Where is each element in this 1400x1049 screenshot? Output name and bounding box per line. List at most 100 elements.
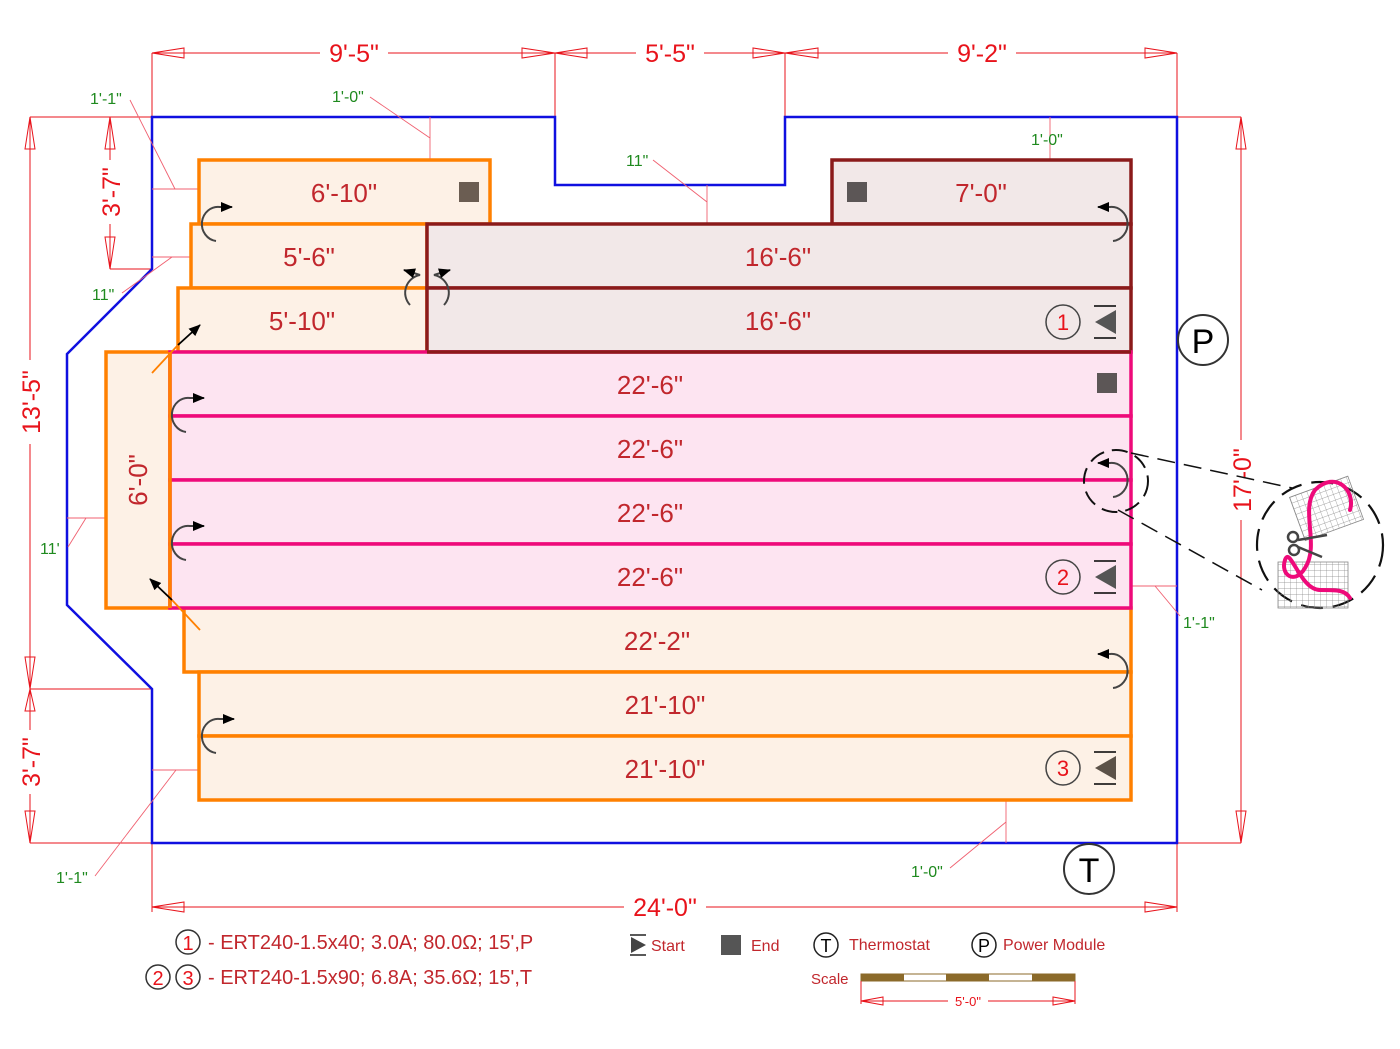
mat-segment[interactable] bbox=[425, 222, 1133, 290]
circuit-3-start: 3 bbox=[1045, 750, 1116, 786]
segment-length: 7'-0" bbox=[955, 178, 1007, 208]
turn-arrows bbox=[170, 202, 1129, 754]
mat-segment[interactable] bbox=[168, 414, 1133, 482]
legend-circuit-number: 1 bbox=[182, 933, 193, 955]
turn-arrow-icon bbox=[200, 202, 233, 242]
legend-power-module-label: Power Module bbox=[1003, 937, 1105, 954]
turn-arrow-icon bbox=[200, 714, 235, 754]
dim-left-bottom: 3'-7" bbox=[18, 737, 46, 787]
mat-segment[interactable] bbox=[830, 158, 1133, 226]
mat-segment[interactable] bbox=[168, 542, 1133, 610]
offset-label: 11" bbox=[92, 287, 114, 304]
segment-length: 22'-6" bbox=[617, 434, 683, 464]
legend-spec-text: - ERT240-1.5x90; 6.8A; 35.6Ω; 15',T bbox=[208, 967, 532, 989]
segment-length: 22'-6" bbox=[617, 498, 683, 528]
segment-length: 16'-6" bbox=[745, 242, 811, 272]
mat-segment[interactable] bbox=[197, 734, 1133, 802]
start-triangle-icon bbox=[1094, 305, 1116, 339]
dim-left-total: 13'-5" bbox=[18, 370, 46, 434]
offset-label: 1'-0" bbox=[911, 864, 943, 881]
dim-left-top: 3'-7" bbox=[98, 167, 126, 217]
circuit-3-mats bbox=[104, 350, 1133, 802]
offset-labels: 1'-1" 1'-0" 11" 1'-0" 11" 11' 1'-1" 1'-1… bbox=[40, 89, 1215, 887]
offset-label: 11' bbox=[40, 541, 60, 558]
turn-arrow-icon bbox=[170, 393, 205, 433]
legend-spec-text: - ERT240-1.5x40; 3.0A; 80.0Ω; 15',P bbox=[208, 932, 533, 954]
scissors-icon bbox=[1286, 530, 1328, 559]
offset-label: 1'-1" bbox=[90, 91, 122, 108]
start-markers: 1 2 3 bbox=[1045, 304, 1116, 786]
offset-label: 1'-1" bbox=[1183, 615, 1215, 632]
transition-arrows bbox=[149, 324, 201, 631]
offset-label: 11" bbox=[626, 153, 648, 170]
legend-spec-1: 1 - ERT240-1.5x40; 3.0A; 80.0Ω; 15',P bbox=[175, 929, 533, 955]
thermostat-letter: T bbox=[1079, 852, 1100, 890]
circuit-number: 1 bbox=[1057, 310, 1069, 335]
cut-detail-callout bbox=[1083, 449, 1385, 610]
legend-thermostat: T Thermostat bbox=[813, 932, 930, 958]
split-arrow-icon bbox=[433, 268, 451, 306]
circuit-1-mats bbox=[176, 158, 1133, 354]
dim-top-right: 9'-2" bbox=[957, 40, 1007, 68]
segment-length: 6'-0" bbox=[123, 454, 153, 506]
circuit-2-start: 2 bbox=[1045, 559, 1116, 595]
circuit-number-icon bbox=[1045, 304, 1081, 340]
mat-segment[interactable] bbox=[425, 286, 1133, 354]
segment-length: 5'-10" bbox=[269, 306, 335, 336]
segment-length: 6'-10" bbox=[311, 178, 377, 208]
legend-start: Start bbox=[630, 934, 685, 956]
legend-end-label: End bbox=[751, 938, 779, 955]
segment-length: 16'-6" bbox=[745, 306, 811, 336]
power-module-icon: P bbox=[978, 936, 990, 956]
turn-arrow-icon bbox=[170, 521, 205, 561]
segment-length: 5'-6" bbox=[283, 242, 335, 272]
legend-spec-2: 2 3 - ERT240-1.5x90; 6.8A; 35.6Ω; 15',T bbox=[145, 964, 532, 990]
segment-labels: 6'-10" 5'-6" 5'-10" 7'-0" 16'-6" 16'-6" … bbox=[123, 178, 1007, 784]
legend-power-module: P Power Module bbox=[971, 932, 1105, 958]
turn-arrow-icon bbox=[1097, 649, 1129, 689]
start-triangle-icon bbox=[1094, 560, 1116, 594]
power-module-symbol[interactable]: P bbox=[1177, 314, 1229, 366]
thermostat-symbol[interactable]: T bbox=[1063, 843, 1115, 895]
power-module-letter: P bbox=[1192, 323, 1215, 361]
offset-label: 1'-0" bbox=[332, 89, 364, 106]
turn-arrow-icon bbox=[1097, 458, 1129, 498]
mat-segment[interactable] bbox=[197, 158, 492, 226]
dim-top-middle: 5'-5" bbox=[645, 40, 695, 68]
circuit-number: 2 bbox=[1057, 565, 1069, 590]
offset-label: 1'-0" bbox=[1031, 132, 1063, 149]
offset-label: 1'-1" bbox=[56, 870, 88, 887]
scale-bar bbox=[860, 973, 1076, 982]
turn-arrow-icon bbox=[1097, 202, 1129, 242]
mat-segment[interactable] bbox=[197, 670, 1133, 738]
room-wall-outline bbox=[65, 115, 1179, 845]
dim-top-left: 9'-5" bbox=[329, 40, 379, 68]
legend-scale: Scale 5'-0" bbox=[811, 971, 1076, 1009]
legend-start-label: Start bbox=[651, 938, 685, 955]
legend: 1 - ERT240-1.5x40; 3.0A; 80.0Ω; 15',P 2 … bbox=[145, 929, 1105, 1009]
circuit-number-icon bbox=[1045, 750, 1081, 786]
thermostat-icon: T bbox=[821, 936, 832, 956]
legend-circuit-number: 3 bbox=[182, 968, 193, 990]
end-square-icon bbox=[1097, 373, 1117, 393]
circuit-1-start: 1 bbox=[1045, 304, 1116, 340]
segment-length: 22'-6" bbox=[617, 370, 683, 400]
end-square-icon bbox=[459, 182, 479, 202]
end-markers bbox=[459, 182, 1117, 393]
dim-bottom: 24'-0" bbox=[633, 894, 697, 922]
legend-end: End bbox=[721, 935, 779, 955]
legend-circuit-number: 2 bbox=[152, 968, 163, 990]
dimension-labels: 9'-5" 5'-5" 9'-2" 24'-0" 13'-5" 3'-7" 3'… bbox=[16, 38, 1257, 923]
segment-length: 21'-10" bbox=[625, 754, 706, 784]
end-square-icon bbox=[847, 182, 867, 202]
scale-label: Scale bbox=[811, 971, 849, 988]
start-triangle-icon bbox=[630, 934, 646, 956]
legend-thermostat-label: Thermostat bbox=[849, 937, 930, 954]
start-triangle-icon bbox=[1094, 751, 1116, 785]
split-arrow-icon bbox=[403, 268, 421, 306]
segment-length: 21'-10" bbox=[625, 690, 706, 720]
circuit-number-icon bbox=[1045, 559, 1081, 595]
segment-length: 22'-6" bbox=[617, 562, 683, 592]
segment-length: 22'-2" bbox=[624, 626, 690, 656]
